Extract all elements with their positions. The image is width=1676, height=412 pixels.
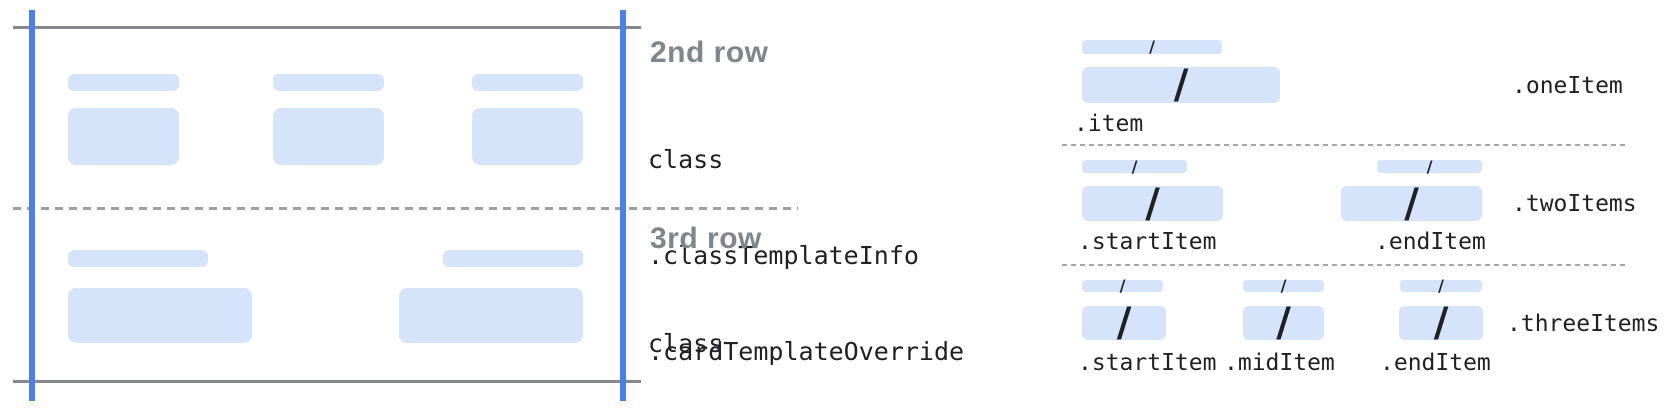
card-right-edge-guide-line [620,10,626,401]
item-class-label: .item [1074,111,1144,137]
item-class-label: .startItem [1078,350,1217,376]
field-value-placeholder [399,288,583,343]
code-path-line: .cardTemplateOverride [648,337,965,366]
item-value-placeholder: / [1243,300,1324,346]
card-top-edge-guide-line [13,26,641,29]
field-value-placeholder [68,108,179,165]
layout-divider-dashed-line [1062,144,1628,146]
slash-mark: / [1438,276,1444,295]
item-label-placeholder: / [1082,156,1187,176]
second-row-code-path: class .classTemplateInfo .cardTemplateOv… [648,80,1009,412]
code-path-line: class [648,145,724,174]
item-value-placeholder: / [1399,300,1483,346]
item-label-placeholder: / [1400,276,1482,295]
slash-mark: / [1276,300,1291,346]
slash-mark: / [1173,62,1189,108]
slash-mark: / [1426,156,1433,176]
card-left-edge-guide-line [29,10,35,401]
item-label-placeholder: / [1243,276,1324,295]
item-value-placeholder: / [1082,180,1223,227]
card-row-divider-dashed-line [13,207,798,210]
layout-divider-dashed-line [1062,264,1628,266]
slash-mark: / [1145,180,1160,227]
item-class-label: .midItem [1224,350,1335,376]
item-label-placeholder: / [1082,276,1163,295]
third-row-heading: 3rd row [650,222,762,255]
item-class-label: .endItem [1380,350,1491,376]
field-label-placeholder [472,74,583,91]
field-value-placeholder [273,108,384,165]
field-value-placeholder [472,108,583,165]
field-label-placeholder [273,74,384,91]
slash-mark: / [1280,276,1287,295]
field-label-placeholder [68,250,208,267]
item-label-placeholder: / [1377,156,1482,176]
item-class-label: .startItem [1078,229,1217,255]
item-label-placeholder: / [1082,37,1222,56]
field-value-placeholder [68,288,252,343]
layout-class-label: .threeItems [1507,311,1660,337]
slash-mark: / [1149,37,1155,56]
slash-mark: / [1119,276,1126,295]
slash-mark: / [1404,180,1419,227]
card-bottom-edge-guide-line [13,380,641,383]
code-path-line: class [648,329,724,358]
second-row-heading: 2nd row [650,36,769,69]
layout-class-label: .oneItem [1512,73,1623,99]
item-class-label: .endItem [1375,229,1486,255]
item-value-placeholder: / [1082,300,1166,346]
field-label-placeholder [443,250,583,267]
field-label-placeholder [68,74,179,91]
item-value-placeholder: / [1341,180,1482,227]
slash-mark: / [1433,300,1449,346]
slash-mark: / [1116,300,1132,346]
layout-class-label: .twoItems [1512,191,1637,217]
item-value-placeholder: / [1082,62,1280,108]
code-path-line: .classTemplateInfo [648,241,919,270]
slash-mark: / [1131,156,1138,176]
third-row-code-path: class .classTemplateInfo .cardTemplateOv… [648,264,1009,412]
